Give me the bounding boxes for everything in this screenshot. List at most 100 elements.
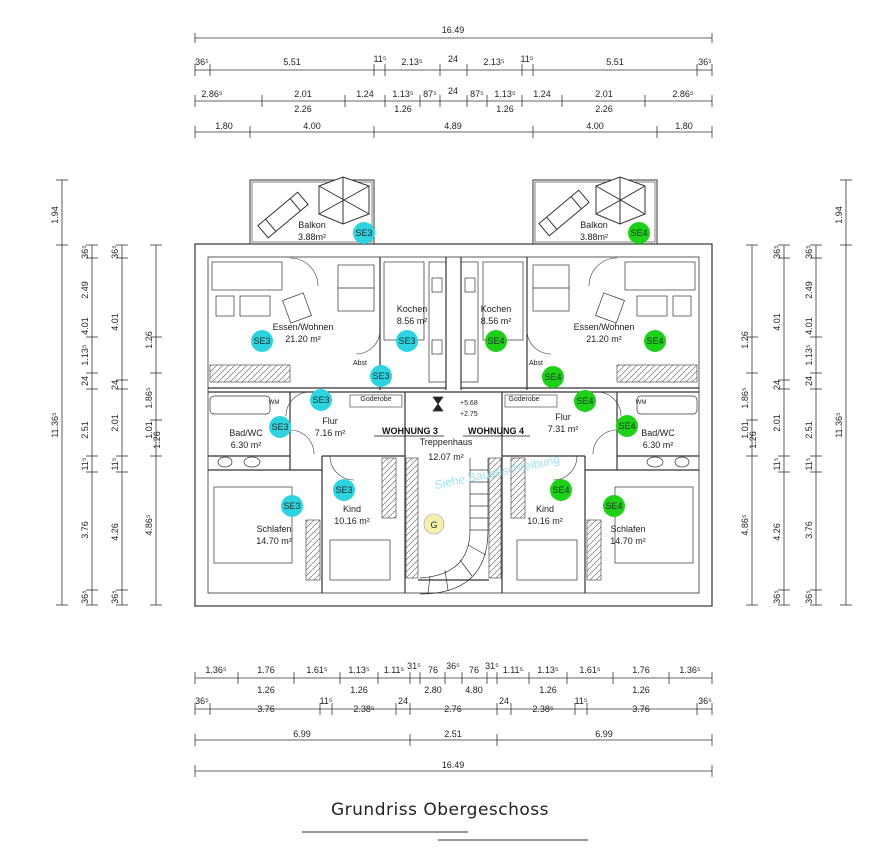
se4-markers[interactable]: SE4 SE4 SE4 SE4 SE4 SE4 SE4 SE4	[485, 222, 666, 517]
dim-label: 1.26	[748, 431, 758, 449]
se3-marker[interactable]: SE3	[353, 222, 375, 244]
se3-marker[interactable]: SE3	[333, 479, 355, 501]
se4-marker[interactable]: SE4	[616, 415, 638, 437]
dim-label: 1.24	[356, 89, 374, 99]
dim-label: 4.01	[110, 313, 120, 331]
dim-label: 1.11⁵	[503, 665, 524, 675]
dim-label: 1.13⁵	[494, 89, 516, 99]
room-name: Balkon	[298, 220, 326, 230]
dim-label: 24	[448, 54, 458, 64]
dim-label: 4.80	[465, 685, 483, 695]
dim-label: 1.26	[350, 685, 368, 695]
dim-label: 1.61⁵	[579, 665, 601, 675]
room-area: 10.16 m²	[527, 516, 563, 526]
dim-label: 4.86⁵	[740, 514, 750, 536]
dim-label: 11⁵	[373, 54, 386, 64]
dim-label: 1.13⁵	[392, 89, 414, 99]
dim-label: 76	[428, 665, 438, 675]
dim-label: 1.26	[496, 104, 514, 114]
bottom-dimension-chains	[194, 672, 713, 777]
se3-marker[interactable]: SE3	[310, 389, 332, 411]
dim-label: 4.01	[772, 313, 782, 331]
dim-label: 24	[80, 376, 90, 386]
dim-label: 4.86⁵	[144, 514, 154, 536]
dim-label: 11⁵	[574, 696, 587, 706]
room-area: 10.16 m²	[334, 516, 370, 526]
room-name: Bad/WC	[641, 428, 675, 438]
room-labels-left: Balkon 3.88m² Essen/Wohnen 21.20 m² Koch…	[229, 220, 427, 546]
dim-label: 1.01	[740, 421, 750, 439]
se3-marker[interactable]: SE3	[281, 495, 303, 517]
dim-label: 2.13⁵	[483, 57, 505, 67]
dim-label: 3.76	[257, 704, 275, 714]
svg-text:SE4: SE4	[646, 336, 663, 346]
dim-label: 24	[499, 696, 509, 706]
room-name: Essen/Wohnen	[273, 322, 334, 332]
svg-text:SE4: SE4	[544, 372, 561, 382]
dim-label: 76	[469, 665, 479, 675]
top-dimension-labels: 16.49 36⁵ 5.51 11⁵ 2.13⁵ 24 2.13⁵ 11⁵ 5.…	[195, 25, 712, 131]
drawing-title: Grundriss Obergeschoss	[331, 800, 549, 820]
dim-total-bottom: 16.49	[442, 760, 465, 770]
se4-marker[interactable]: SE4	[644, 330, 666, 352]
dim-label: 4.26	[110, 523, 120, 541]
dim-label: 4.00	[303, 121, 321, 131]
wohnung-3-label: WOHNUNG 3	[382, 426, 438, 436]
side-dimension-chains	[56, 179, 852, 606]
dim-label: 36⁵	[804, 245, 814, 259]
dim-label: 36⁵	[698, 57, 712, 67]
g-marker[interactable]: G	[423, 513, 445, 535]
room-name: Bad/WC	[229, 428, 263, 438]
room-area: 14.70 m²	[256, 536, 292, 546]
svg-text:SE3: SE3	[335, 485, 352, 495]
dim-label: 2.51	[80, 421, 90, 439]
dim-label: 4.01	[80, 317, 90, 335]
room-name: Treppenhaus	[420, 437, 473, 447]
dim-label: 87⁵	[470, 89, 484, 99]
room-name: Kochen	[481, 304, 512, 314]
dim-label: 1.11⁵	[384, 665, 405, 675]
se3-marker[interactable]: SE3	[370, 365, 392, 387]
dim-label: 31⁵	[407, 661, 421, 671]
dim-label: 1.76	[632, 665, 650, 675]
dim-label: 1.61⁵	[306, 665, 328, 675]
dim-label: 1.80	[675, 121, 693, 131]
dim-label: 2.01	[294, 89, 312, 99]
dim-label: 4.89	[444, 121, 462, 131]
se4-marker[interactable]: SE4	[603, 495, 625, 517]
se3-marker[interactable]: SE3	[251, 330, 273, 352]
room-name: Schlafen	[256, 524, 291, 534]
se3-marker[interactable]: SE3	[269, 416, 291, 438]
dim-label: 1.86⁵	[144, 387, 154, 409]
dim-label: 2.01	[772, 414, 782, 432]
dim-label: 31⁵	[485, 661, 499, 671]
se4-marker[interactable]: SE4	[542, 366, 564, 388]
room-name: Essen/Wohnen	[574, 322, 635, 332]
wohnung-4-label: WOHNUNG 4	[468, 426, 524, 436]
se4-marker[interactable]: SE4	[485, 330, 507, 352]
dim-label: 1.94	[50, 206, 60, 224]
dim-label: 1.36⁵	[679, 665, 701, 675]
room-area: 21.20 m²	[586, 334, 622, 344]
se3-marker[interactable]: SE3	[396, 330, 418, 352]
se4-marker[interactable]: SE4	[574, 390, 596, 412]
se4-marker[interactable]: SE4	[628, 222, 650, 244]
room-area: 7.16 m²	[315, 428, 346, 438]
dim-label: 1.26	[257, 685, 275, 695]
room-area: 8.56 m²	[397, 316, 428, 326]
level-top: +5.68	[460, 400, 478, 407]
dim-label: 1.13⁵	[537, 665, 559, 675]
svg-text:SE3: SE3	[283, 501, 300, 511]
room-area: 3.88m²	[298, 232, 326, 242]
dim-label: 11⁵	[110, 457, 120, 470]
se4-marker[interactable]: SE4	[550, 479, 572, 501]
room-name: Kochen	[397, 304, 428, 314]
svg-text:SE4: SE4	[552, 485, 569, 495]
parasol-icon	[318, 176, 370, 225]
balcony-right	[532, 176, 658, 245]
se3-markers[interactable]: SE3 SE3 SE3 SE3 SE3 SE3 SE3 SE3	[251, 222, 418, 517]
side-dimension-labels: 1.94 11.36⁵ 36⁵ 2.49 4.01 1.13⁵ 24 2.51 …	[50, 206, 844, 604]
svg-text:SE4: SE4	[605, 501, 622, 511]
room-name: Flur	[555, 412, 571, 422]
dim-label: 11⁵	[80, 457, 90, 470]
